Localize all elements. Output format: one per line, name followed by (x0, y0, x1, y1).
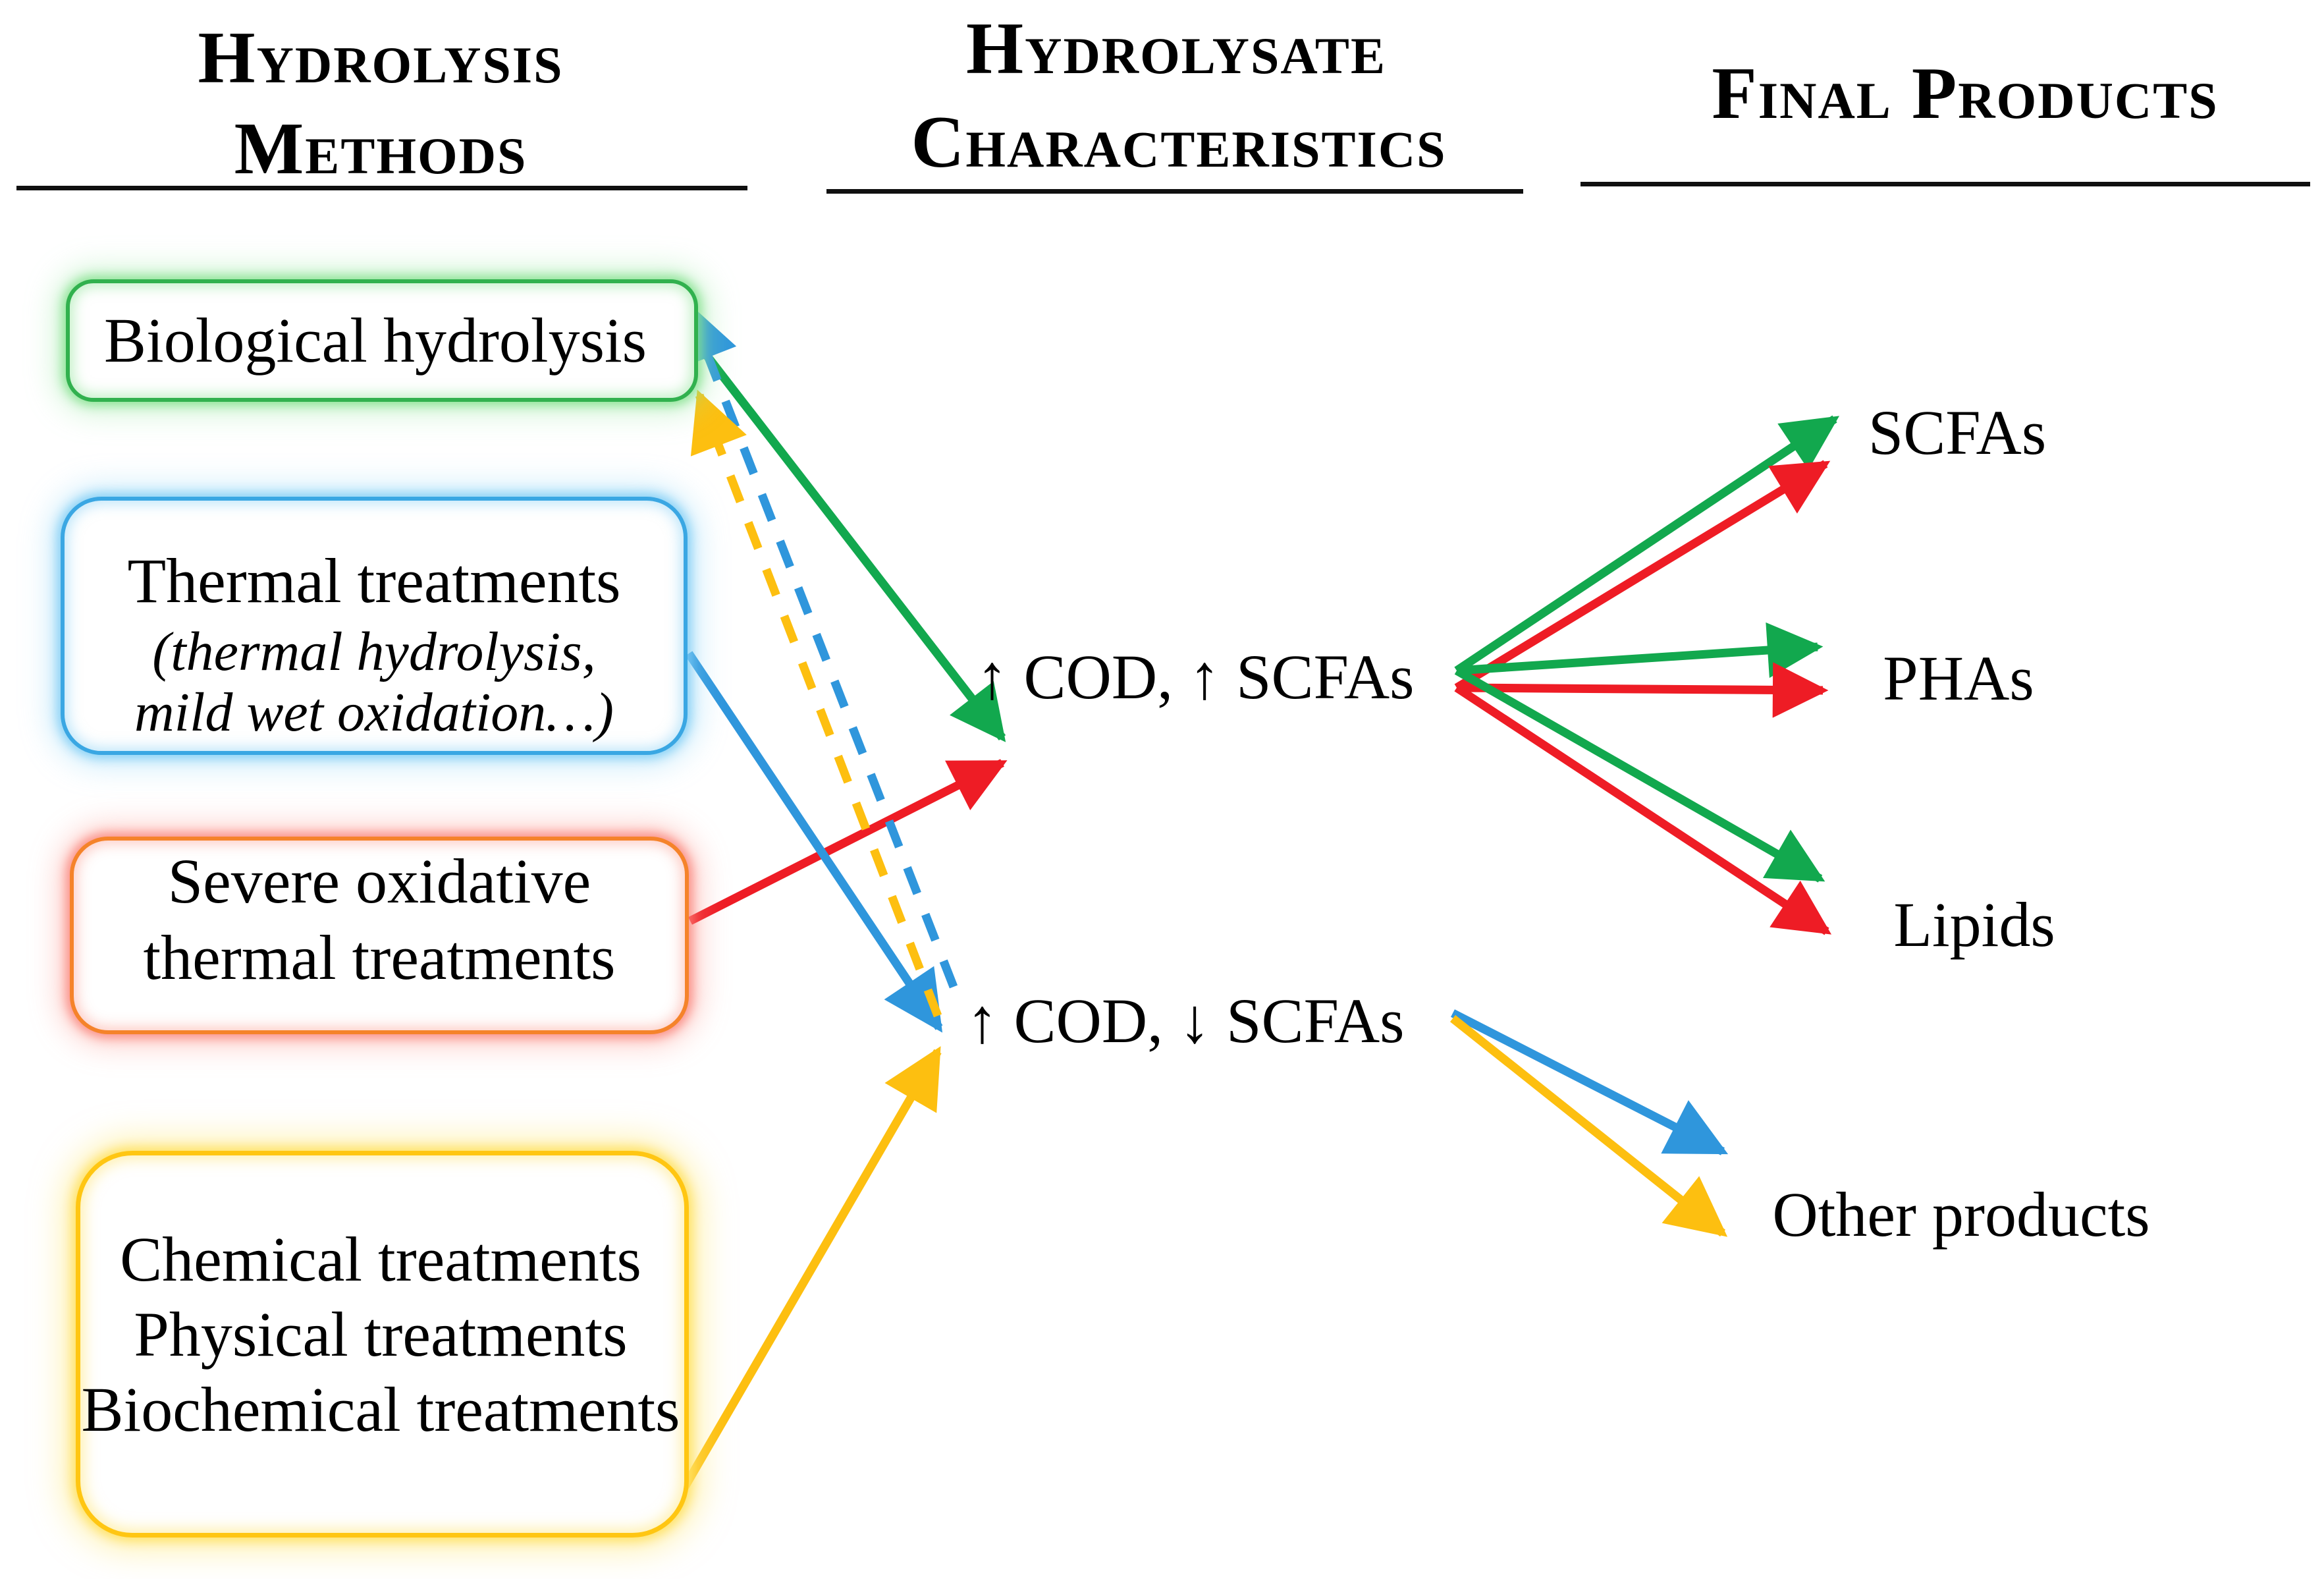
column-header-hydrolysate-characteristics-line2: Characteristics (911, 101, 1447, 183)
column-underline-methods (16, 186, 747, 190)
arrow-biological-to-cod-up-scfas-up (693, 340, 1006, 742)
column-header-hydrolysis-methods-line2: Methods (234, 108, 527, 190)
method-sublabel-mild-wet-oxidation: mild wet oxidation…) (134, 682, 614, 743)
arrow-dashed-cod-up-scfas-down-to-biological-blue (680, 301, 958, 989)
product-label-other-products: Other products (1772, 1179, 2150, 1250)
method-box-thermal-treatments (61, 497, 688, 755)
method-label-thermal-treatments: Thermal treatments (127, 545, 621, 616)
arrow-cod-up-scfas-up-to-scfas-red (1454, 460, 1831, 692)
product-label-phas: PHAs (1883, 643, 2034, 713)
arrow-thermal-to-cod-up-scfas-down (685, 651, 943, 1033)
column-header-final-products: Final Products (1712, 53, 2219, 134)
column-underline-products (1581, 182, 2310, 186)
method-label-biological-hydrolysis: Biological hydrolysis (104, 305, 647, 375)
product-label-scfas: SCFAs (1868, 397, 2047, 468)
arrow-cod-up-scfas-up-to-lipids-red (1454, 684, 1832, 935)
arrow-dashed-cod-up-scfas-down-to-biological-yellow (690, 389, 942, 1018)
method-label-physical-treatments: Physical treatments (134, 1299, 628, 1370)
method-box-biological-hydrolysis (66, 279, 698, 402)
arrow-cod-up-scfas-down-to-other-products-blue (1451, 1009, 1729, 1155)
arrow-chemical-to-cod-up-scfas-down (669, 1046, 942, 1510)
method-box-severe-oxidative (70, 837, 689, 1034)
arrow-cod-up-scfas-down-to-other-products-yellow (1449, 1014, 1728, 1237)
method-label-biochemical-treatments: Biochemical treatments (81, 1374, 680, 1445)
arrow-cod-up-scfas-up-to-lipids-green (1454, 667, 1825, 883)
method-label-chemical-treatments: Chemical treatments (120, 1224, 641, 1294)
column-header-hydrolysis-methods-line1: Hydrolysis (198, 17, 564, 99)
method-box-chemical-physical-biochemical (76, 1151, 689, 1537)
arrow-cod-up-scfas-up-to-phas-red (1456, 662, 1829, 718)
arrow-cod-up-scfas-up-to-phas-green (1456, 622, 1824, 679)
column-header-hydrolysate-characteristics-line1: Hydrolysate (966, 8, 1386, 90)
method-label-severe-oxidative-line1: Severe oxidative (167, 846, 591, 916)
column-underline-characteristics (826, 189, 1523, 194)
characteristic-label-cod-up-scfas-up: ↑ COD, ↑ SCFAs (976, 642, 1415, 712)
characteristic-label-cod-up-scfas-down: ↑ COD, ↓ SCFAs (966, 985, 1405, 1056)
product-label-lipids: Lipids (1893, 889, 2055, 960)
arrow-severe-oxidative-to-cod-up-scfas-up (688, 759, 1008, 925)
arrow-cod-up-scfas-up-to-scfas-green (1454, 415, 1840, 675)
method-sublabel-thermal-hydrolysis: (thermal hydrolysis, (152, 621, 596, 682)
method-label-severe-oxidative-line2: thermal treatments (143, 922, 616, 993)
